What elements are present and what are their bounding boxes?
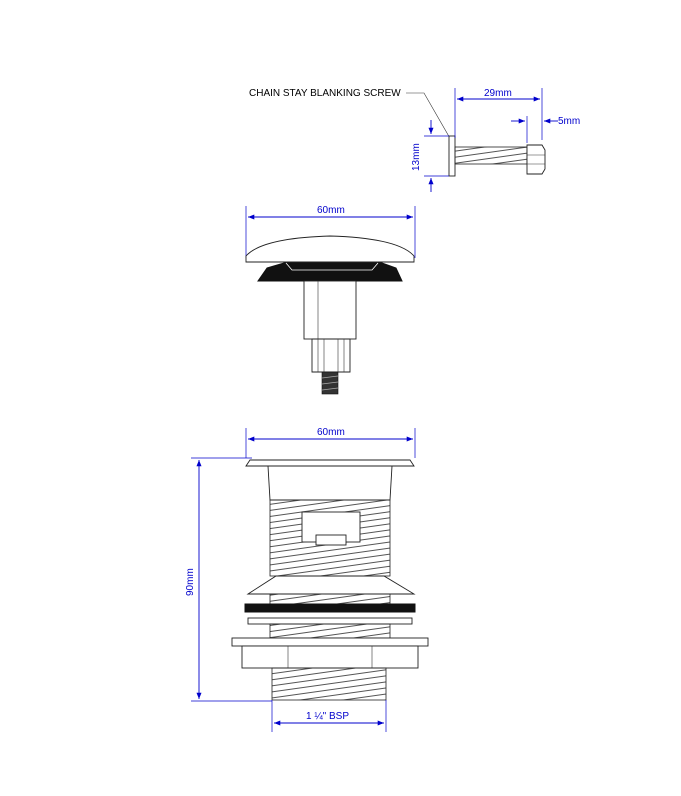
- screw-shank: [454, 146, 528, 165]
- screw-plate: [448, 135, 456, 177]
- body-back-nut: [241, 645, 419, 669]
- body-cone: [246, 575, 416, 595]
- body-lower-plate: [231, 637, 429, 647]
- body-gasket: [244, 603, 416, 613]
- leader-line: [406, 92, 452, 141]
- cap-spline: [311, 338, 351, 373]
- cap-dome: [245, 235, 415, 263]
- dim-screw-height: 13mm: [411, 143, 422, 171]
- dim-screw-head: 5mm: [558, 116, 580, 127]
- dim-screw-length: 29mm: [484, 88, 512, 99]
- body-tail-thread: [271, 667, 387, 701]
- plug-cap-assembly: 60mm: [245, 205, 416, 395]
- chain-stay-screw: CHAIN STAY BLANKING SCREW 29mm 5mm 13mm: [249, 88, 580, 192]
- body-collar: [267, 465, 393, 501]
- cap-stem: [303, 280, 357, 340]
- dim-cap-width: 60mm: [317, 205, 345, 216]
- body-flange: [245, 459, 415, 467]
- dim-overall-height: 90mm: [185, 568, 196, 596]
- waste-body-assembly: 60mm 90mm 1 ¼" BSP: [185, 427, 429, 732]
- body-window-pin: [315, 534, 347, 546]
- dim-body-width: 60mm: [317, 427, 345, 438]
- chain-stay-label: CHAIN STAY BLANKING SCREW: [249, 88, 401, 99]
- dim-thread-size: 1 ¼" BSP: [306, 710, 349, 722]
- screw-nut: [526, 144, 546, 175]
- cap-seal: [257, 262, 403, 282]
- body-washer: [247, 617, 413, 625]
